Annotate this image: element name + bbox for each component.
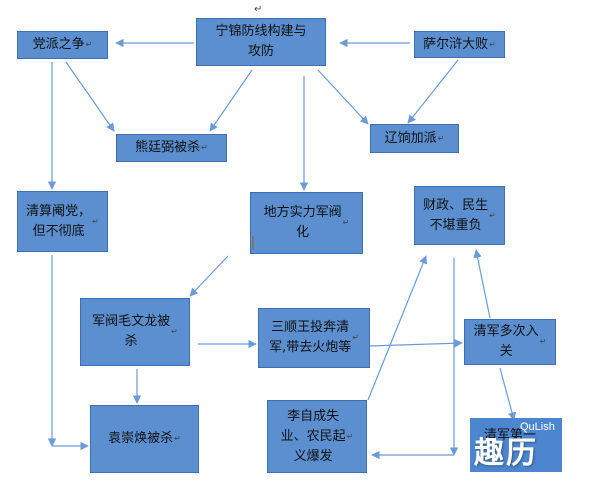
arrow-sanshunwang-to-qingjun <box>369 339 463 348</box>
return-mark: ↵ <box>352 333 359 342</box>
return-mark: ↵ <box>85 40 93 49</box>
node-liaoxiang-label: 辽饷加派 <box>384 130 437 146</box>
node-liaoxiang: 辽饷加派↵ <box>370 124 459 153</box>
return-mark: ↵ <box>174 434 181 443</box>
return-mark: ↵ <box>489 39 496 49</box>
return-mark: ↵ <box>171 327 178 336</box>
return-mark: ↵ <box>539 337 547 346</box>
watermark-subtext: QuLish <box>520 421 555 433</box>
return-mark: ↵ <box>437 133 445 143</box>
node-difang-label: 地方实力军阀 化 <box>263 205 342 240</box>
node-dangpai: 党派之争↵ <box>17 31 108 59</box>
node-qingjun: 清军多次入 关↵ <box>464 319 556 365</box>
node-lizicheng-label: 李自成失 业、农民起 义爆发 <box>280 408 346 464</box>
arrow-ningjin-to-xiongtingbi <box>209 69 253 132</box>
arrow-ningjin-to-liaoxiang <box>317 69 369 125</box>
arrow-lizicheng-to-caizheng <box>367 255 428 401</box>
arrow-qingjun-to-qingjunru <box>499 367 517 421</box>
paragraph-mark: ↵ <box>254 4 263 15</box>
arrow-qingjun-to-caizheng <box>473 249 491 319</box>
node-dangpai-label: 党派之争 <box>32 37 85 52</box>
return-mark: ↵ <box>92 216 99 226</box>
return-mark: ↵ <box>201 143 208 152</box>
node-qingjunru-label: 清军第一 <box>484 428 537 443</box>
node-xiongtingbi-label: 熊廷弼被杀 <box>135 140 201 155</box>
watermark-text: 趣历 <box>474 436 538 471</box>
node-sanshunwang: 三顺王投奔清 军,带去火炮等↵ <box>258 308 370 368</box>
return-mark: ↵ <box>342 218 350 227</box>
node-difang: 地方实力军阀 化↵ <box>250 192 363 254</box>
node-qingjun-label: 清军多次入 关 <box>473 324 539 359</box>
node-yuanchonghuan-label: 袁崇焕被杀 <box>108 431 174 446</box>
node-qingsuan: 清算阉党， 但不彻底↵ <box>17 191 108 252</box>
arrow-dangpai-to-xiongtingbi <box>65 61 115 132</box>
node-ningjin: 宁锦防线构建与 攻防 <box>196 18 326 66</box>
node-ningjin-label: 宁锦防线构建与 攻防 <box>215 24 307 59</box>
text-cursor <box>252 236 254 250</box>
node-caizheng: 财政、民生 不堪重负↵ <box>414 186 505 245</box>
watermark-logo: 清军第一 趣历 QuLish <box>470 418 562 472</box>
node-maowenlong-label: 军阀毛文龙被 杀 <box>92 314 171 349</box>
node-qingsuan-label: 清算阉党， 但不彻底 <box>26 203 92 239</box>
node-yuanchonghuan: 袁崇焕被杀↵ <box>90 405 199 473</box>
node-lizicheng: 李自成失 业、农民起 义爆发↵ <box>267 400 367 473</box>
node-maowenlong: 军阀毛文龙被 杀↵ <box>80 298 190 366</box>
node-saerhu-label: 萨尔浒大败 <box>423 36 489 52</box>
arrow-saerhu-to-liaoxiang <box>407 59 459 124</box>
node-xiongtingbi: 熊廷弼被杀↵ <box>116 134 227 162</box>
node-sanshunwang-label: 三顺王投奔清 军,带去火炮等 <box>269 320 352 355</box>
return-mark: ↵ <box>346 431 354 441</box>
node-caizheng-label: 财政、民生 不堪重负 <box>423 197 489 233</box>
node-saerhu: 萨尔浒大败↵ <box>414 31 505 58</box>
return-mark: ↵ <box>489 210 496 220</box>
arrow-difang-to-maowenlong <box>189 255 229 297</box>
